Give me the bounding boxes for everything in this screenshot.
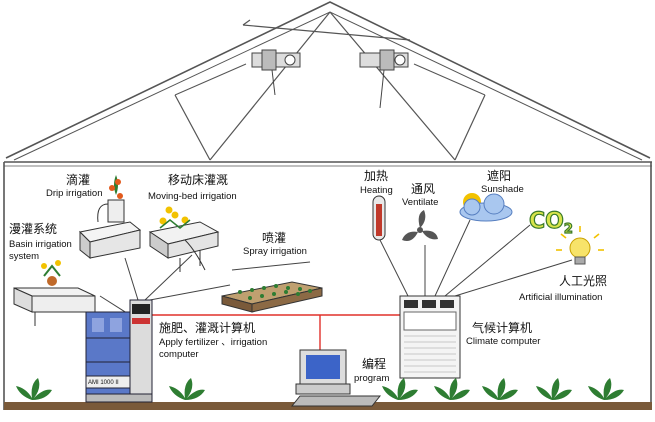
- drip-irrigation-bench: [78, 175, 142, 260]
- climate-computer-label-zh: 气候计算机: [472, 321, 533, 335]
- vent-motor-right: [359, 49, 409, 109]
- ventilate-label-en: Ventilate: [402, 197, 439, 208]
- crop-plant: [588, 378, 624, 400]
- crop-plant: [169, 378, 205, 400]
- drip-label-zh: 滴灌: [66, 173, 91, 187]
- crop-plant: [434, 378, 470, 400]
- connection-lines: [99, 219, 573, 316]
- spray-label-zh: 喷灌: [262, 231, 287, 245]
- climate-computer-label-en: Climate computer: [466, 336, 541, 347]
- basin-label-en2: system: [9, 251, 40, 262]
- crop-plant: [536, 378, 572, 400]
- device-model-label: AMI 1000 II: [88, 380, 119, 386]
- fertilizer-computer-label-en2: computer: [159, 349, 199, 360]
- program-label-zh: 编程: [362, 357, 387, 371]
- vent-motor-left: [251, 49, 301, 96]
- spray-irrigation-bed: [221, 261, 323, 313]
- basin-irrigation-bench: [13, 260, 96, 326]
- illumination-label-zh: 人工光照: [559, 274, 608, 288]
- drip-label-en: Drip irrigation: [46, 188, 103, 199]
- illumination-label-en: Artificial illumination: [519, 292, 603, 303]
- basin-label-zh: 漫灌系统: [9, 222, 58, 236]
- co2-subscript-text: 2: [564, 222, 573, 237]
- fertilizer-computer-cabinet: [85, 299, 153, 403]
- fertilizer-computer-label-en1: Apply fertilizer 、irrigation: [159, 337, 268, 348]
- fertilizer-computer-label-zh: 施肥、灌溉计算机: [159, 321, 256, 335]
- heating-label-zh: 加热: [364, 169, 389, 183]
- moving-bed-bench: [148, 206, 220, 272]
- basin-label-en1: Basin irrigation: [9, 239, 72, 250]
- network-lines: [152, 314, 400, 350]
- crop-plant: [482, 378, 518, 400]
- sunshade-label-en: Sunshade: [481, 184, 524, 195]
- moving-bed-label-zh: 移动床灌溉: [168, 173, 229, 187]
- co2-text: CO2: [529, 209, 573, 237]
- thermometer-icon: [372, 195, 386, 241]
- program-label-en: program: [354, 373, 390, 384]
- lightbulb-icon: [556, 226, 604, 265]
- co2-main-text: CO: [529, 209, 564, 234]
- heating-label-en: Heating: [360, 185, 393, 196]
- ventilate-label-zh: 通风: [411, 182, 436, 196]
- spray-label-en: Spray irrigation: [243, 246, 307, 257]
- greenhouse-frame: [3, 1, 652, 410]
- crop-plant: [382, 378, 418, 400]
- fan-icon: [402, 210, 438, 241]
- cloud-sun-icon: [459, 193, 513, 222]
- co2-icon: CO2: [528, 208, 573, 237]
- program-computer: [290, 349, 382, 407]
- crop-plant: [16, 378, 52, 400]
- moving-bed-label-en: Moving-bed irrigation: [148, 191, 237, 202]
- crop-row: [16, 378, 624, 400]
- sunshade-label-zh: 遮阳: [487, 169, 512, 183]
- climate-computer-panel: [399, 295, 461, 379]
